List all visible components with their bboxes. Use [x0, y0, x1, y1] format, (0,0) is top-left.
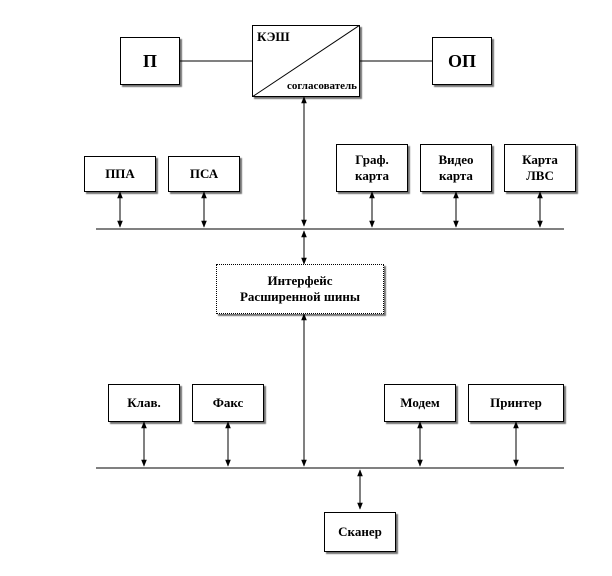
ppa-label: ППА	[105, 165, 135, 181]
keyboard-label: Клав.	[127, 394, 161, 410]
printer-label: Принтер	[490, 394, 542, 410]
modem-block: Модем	[384, 384, 456, 422]
graph-card-label-1: Граф.	[355, 151, 389, 167]
video-card-block: Видео карта	[420, 144, 492, 192]
keyboard-block: Клав.	[108, 384, 180, 422]
interface-block: Интерфейс Расширенной шины	[216, 264, 384, 314]
cache-diagonal	[252, 25, 360, 97]
ppa-block: ППА	[84, 156, 156, 192]
interface-label-1: Интерфейс	[267, 272, 333, 288]
processor-block: П	[120, 37, 180, 85]
adapter-label: согласователь	[286, 80, 357, 93]
lan-card-block: Карта ЛВС	[504, 144, 576, 192]
lan-card-label-2: ЛВС	[526, 168, 554, 183]
printer-block: Принтер	[468, 384, 564, 422]
processor-label: П	[142, 50, 157, 71]
video-card-label-1: Видео	[438, 151, 474, 167]
lan-card-label-1: Карта	[522, 151, 558, 167]
cache-label: КЭШ	[257, 29, 290, 44]
graph-card-block: Граф. карта	[336, 144, 408, 192]
main-memory-block: ОП	[432, 37, 492, 85]
fax-block: Факс	[192, 384, 264, 422]
cache-block: КЭШ согласователь	[252, 25, 360, 97]
psa-label: ПСА	[189, 165, 219, 181]
scanner-label: Сканер	[338, 523, 382, 539]
modem-label: Модем	[400, 394, 440, 410]
scanner-block: Сканер	[324, 512, 396, 552]
interface-label-2: Расширенной шины	[239, 289, 360, 304]
fax-label: Факс	[212, 394, 244, 410]
psa-block: ПСА	[168, 156, 240, 192]
graph-card-label-2: карта	[355, 168, 389, 183]
main-memory-label: ОП	[447, 50, 476, 71]
video-card-label-2: карта	[439, 168, 473, 183]
